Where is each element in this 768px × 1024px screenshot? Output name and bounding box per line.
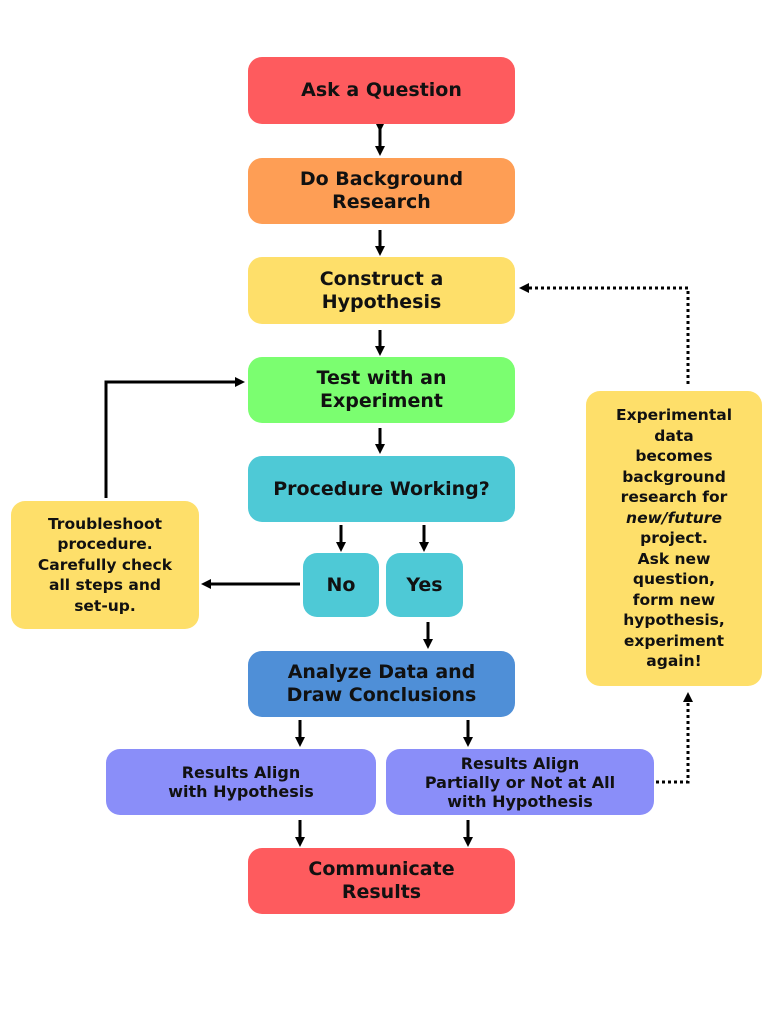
- analyze-data-label: Analyze Data and Draw Conclusions: [286, 661, 477, 706]
- arrow-troubleshoot-test: [104, 377, 245, 498]
- construct-hypothesis-step: Construct a Hypothesis: [248, 257, 515, 324]
- results-not-align-label: Results Align Partially or Not at All wi…: [424, 753, 616, 811]
- future-project-label: Experimental data becomes background res…: [616, 405, 732, 672]
- results-not-align-step: Results Align Partially or Not at All wi…: [386, 749, 654, 815]
- test-experiment-label: Test with an Experiment: [316, 367, 447, 412]
- yes-label: Yes: [406, 573, 443, 596]
- future-text-before: Experimental data becomes background res…: [615, 406, 733, 507]
- future-project-note: Experimental data becomes background res…: [586, 391, 762, 686]
- troubleshoot-note: Troubleshoot procedure. Carefully check …: [11, 501, 199, 629]
- communicate-results-label: Communicate Results: [308, 858, 455, 903]
- dotted-not-align-to-note: [656, 692, 693, 784]
- yes-branch: Yes: [386, 553, 463, 617]
- test-experiment-step: Test with an Experiment: [248, 357, 515, 423]
- procedure-working-label: Procedure Working?: [273, 477, 490, 500]
- future-text-italic: new/future: [626, 508, 722, 527]
- ask-question-label: Ask a Question: [301, 79, 462, 101]
- communicate-results-step: Communicate Results: [248, 848, 515, 914]
- procedure-working-step: Procedure Working?: [248, 456, 515, 522]
- background-research-label: Do Background Research: [299, 168, 464, 213]
- dotted-note-to-hypothesis: [519, 283, 690, 384]
- no-branch: No: [303, 553, 379, 617]
- background-research-step: Do Background Research: [248, 158, 515, 224]
- no-label: No: [326, 573, 356, 596]
- construct-hypothesis-label: Construct a Hypothesis: [319, 267, 444, 313]
- future-text-after: project. Ask new question, form new hypo…: [623, 529, 725, 671]
- ask-question-step: Ask a Question: [248, 57, 515, 124]
- troubleshoot-label: Troubleshoot procedure. Carefully check …: [37, 514, 173, 615]
- analyze-data-step: Analyze Data and Draw Conclusions: [248, 651, 515, 717]
- results-align-step: Results Align with Hypothesis: [106, 749, 376, 815]
- results-align-label: Results Align with Hypothesis: [168, 763, 314, 801]
